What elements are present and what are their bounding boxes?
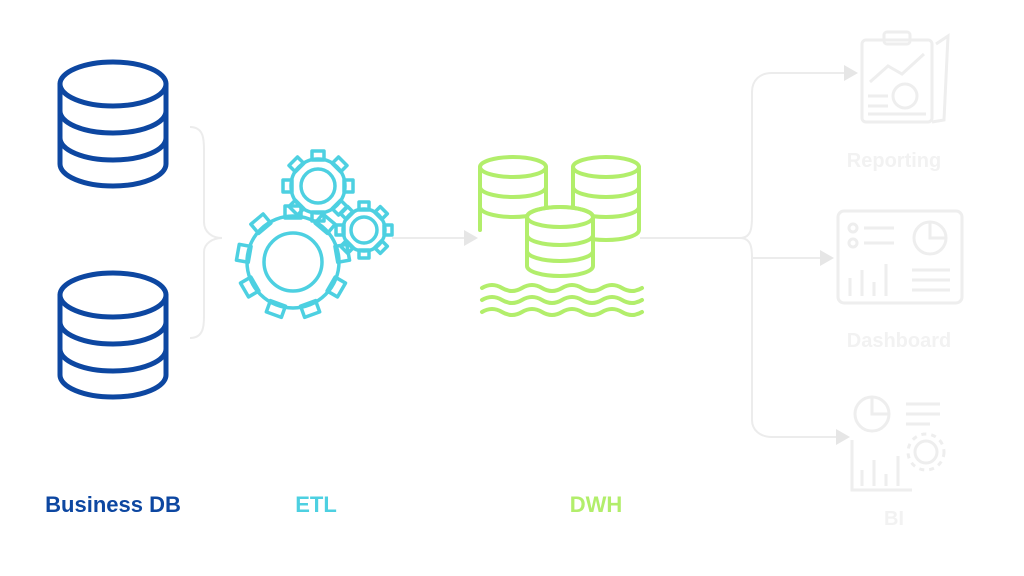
reporting-label: Reporting	[846, 150, 942, 172]
gears-icon	[234, 149, 394, 320]
bi-chart-gear-icon	[850, 395, 946, 492]
warehouse-db-center-icon	[525, 205, 595, 278]
database-icon	[57, 59, 169, 189]
dashboard-icon	[836, 209, 964, 305]
etl-label: ETL	[295, 492, 337, 517]
gear-large-icon	[234, 204, 352, 320]
data-lake-icon	[478, 155, 644, 317]
report-clipboard-icon	[860, 30, 950, 124]
bi-label: BI	[884, 508, 904, 530]
gear-small-icon	[334, 200, 394, 260]
connector-lines	[189, 65, 858, 445]
dwh-label: DWH	[569, 492, 623, 517]
gear-top-icon	[281, 149, 355, 223]
dashboard-label: Dashboard	[846, 330, 952, 352]
water-waves-icon	[480, 283, 644, 317]
business-db-label: Business DB	[45, 492, 181, 517]
database-icon	[57, 270, 169, 400]
